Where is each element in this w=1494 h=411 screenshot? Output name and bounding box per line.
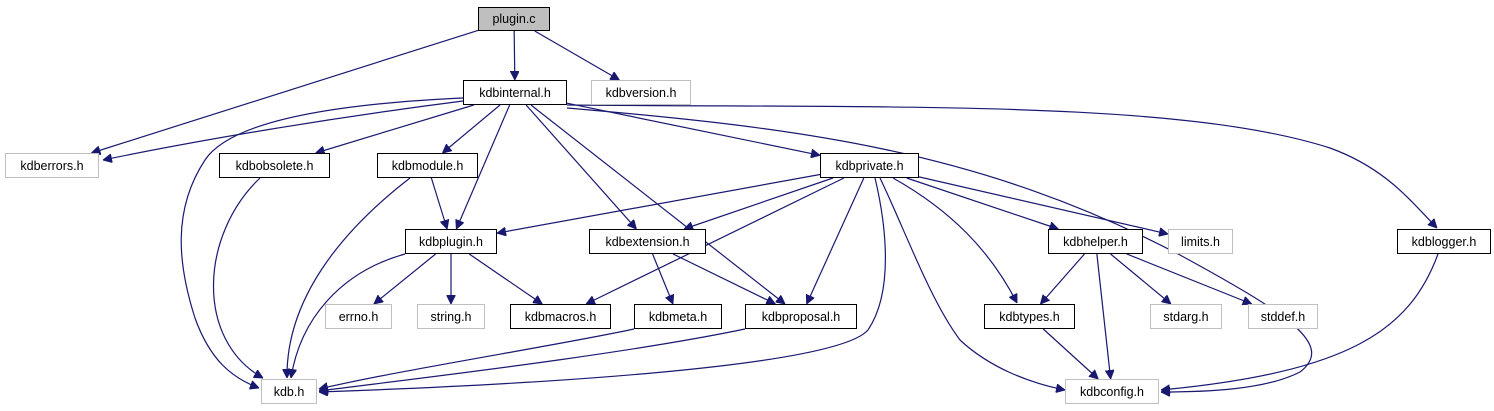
- edge-kdbextension-to-kdbproposal: [672, 253, 775, 304]
- edge-kdblogger-to-kdbconfig: [1161, 253, 1439, 390]
- node-kdbobsolete[interactable]: kdbobsolete.h: [219, 153, 330, 178]
- edge-kdbinternal-to-kdb: [180, 97, 464, 388]
- edge-kdbinternal-to-kdbmodule: [442, 104, 501, 153]
- edge-kdbinternal-to-kdbplugin: [456, 104, 511, 229]
- node-kdbmeta[interactable]: kdbmeta.h: [634, 304, 722, 329]
- edge-kdbhelper-to-kdbtypes: [1041, 253, 1085, 304]
- edge-plugin_c-to-kdbinternal: [514, 30, 515, 80]
- node-kdberrors: kdberrors.h: [5, 153, 99, 178]
- edge-kdbhelper-to-stddef: [1126, 253, 1252, 304]
- edge-kdbprivate-to-limits: [918, 176, 1168, 234]
- edge-plugin_c-to-kdberrors: [91, 29, 479, 153]
- edge-kdbinternal-to-kdberrors: [103, 100, 464, 160]
- node-stddef: stddef.h: [1248, 304, 1318, 329]
- node-stdarg: stdarg.h: [1150, 304, 1222, 329]
- node-string: string.h: [417, 304, 485, 329]
- node-kdblogger[interactable]: kdblogger.h: [1397, 229, 1491, 254]
- node-kdbplugin[interactable]: kdbplugin.h: [405, 229, 497, 254]
- node-plugin_c[interactable]: plugin.c: [478, 7, 550, 31]
- edge-kdbhelper-to-kdbconfig: [1096, 253, 1111, 379]
- node-kdbversion: kdbversion.h: [591, 80, 691, 105]
- node-kdbinternal[interactable]: kdbinternal.h: [463, 80, 567, 105]
- node-errno: errno.h: [325, 304, 392, 329]
- edge-kdbprivate-to-kdbtypes: [892, 177, 1018, 303]
- node-kdbproposal[interactable]: kdbproposal.h: [745, 304, 857, 329]
- edge-plugin_c-to-kdbversion: [534, 30, 620, 81]
- node-kdbhelper[interactable]: kdbhelper.h: [1048, 229, 1143, 254]
- edge-kdbtypes-to-kdbconfig: [1042, 328, 1098, 379]
- edge-kdbmodule-to-kdbplugin: [430, 177, 447, 229]
- node-kdbmodule[interactable]: kdbmodule.h: [377, 153, 478, 178]
- node-kdb: kdb.h: [261, 379, 317, 404]
- node-kdbprivate[interactable]: kdbprivate.h: [820, 153, 919, 178]
- edge-kdbinternal-to-kdbobsolete: [316, 104, 474, 153]
- edge-kdbplugin-to-errno: [374, 253, 436, 304]
- node-kdbextension[interactable]: kdbextension.h: [589, 229, 706, 254]
- edge-kdbplugin-to-kdbmacros: [468, 253, 542, 304]
- edge-kdbextension-to-kdbmeta: [652, 253, 673, 304]
- edge-kdbproposal-to-kdb: [319, 328, 746, 391]
- edge-kdbprivate-to-kdbproposal: [807, 177, 865, 304]
- edge-kdbprivate-to-kdbextension: [684, 177, 834, 229]
- node-limits: limits.h: [1168, 229, 1233, 254]
- edge-kdbprivate-to-kdbhelper: [906, 177, 1059, 229]
- edge-kdbprivate-to-kdbplugin: [497, 173, 821, 233]
- edge-kdbmodule-to-kdb: [287, 177, 411, 378]
- edge-kdbinternal-to-kdbconfig: [566, 107, 1313, 392]
- edge-kdbprivate-to-kdbmacros: [586, 177, 845, 304]
- edge-kdbhelper-to-stdarg: [1110, 253, 1171, 304]
- edge-kdbinternal-to-kdbextension: [525, 104, 636, 229]
- node-kdbconfig: kdbconfig.h: [1065, 379, 1159, 404]
- node-kdbtypes[interactable]: kdbtypes.h: [984, 304, 1075, 329]
- node-kdbmacros[interactable]: kdbmacros.h: [510, 304, 611, 329]
- edge-kdbinternal-to-kdblogger: [566, 104, 1437, 228]
- edge-kdbmeta-to-kdb: [319, 328, 635, 389]
- edge-kdbplugin-to-kdb: [291, 253, 406, 378]
- edge-kdbprivate-to-kdb: [319, 177, 886, 392]
- edge-kdbobsolete-to-kdb: [213, 177, 263, 379]
- edge-kdbprivate-to-kdbconfig: [879, 177, 1065, 390]
